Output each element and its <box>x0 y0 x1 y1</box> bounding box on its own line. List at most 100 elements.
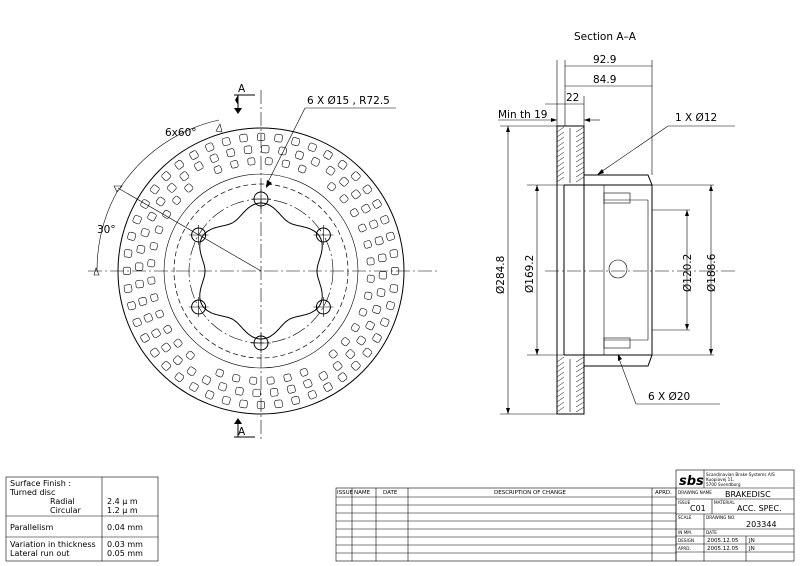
dim-disc-thickness: 22 <box>566 92 579 104</box>
hub-opening <box>199 202 323 340</box>
drilled-hole <box>351 360 361 371</box>
parallelism-value: 0.04 mm <box>107 523 143 532</box>
drilled-hole <box>247 157 256 166</box>
parallelism-label: Parallelism <box>10 523 54 532</box>
drilled-hole <box>386 231 395 241</box>
drilled-hole <box>127 231 137 241</box>
drilled-hole <box>365 320 375 331</box>
approved-name: JN <box>748 546 755 552</box>
drilled-hole <box>328 349 338 359</box>
drilled-hole <box>378 253 387 263</box>
drilled-hole <box>345 349 356 359</box>
drilled-hole <box>230 160 239 169</box>
drilled-hole <box>221 395 231 405</box>
friction-ring-hatch-top <box>556 126 585 183</box>
rev-col-description: DESCRIPTION OF CHANGE <box>494 490 566 496</box>
drilled-hole <box>249 376 258 385</box>
drilled-hole <box>264 157 273 166</box>
date-label: DATE <box>706 530 717 535</box>
drilled-hole <box>173 338 183 348</box>
drilled-hole <box>390 266 400 276</box>
drilled-hole <box>218 382 228 392</box>
drilled-hole <box>378 271 388 280</box>
drilled-hole <box>235 386 244 396</box>
drilled-hole <box>147 276 156 285</box>
drilled-hole <box>150 293 159 302</box>
drilled-hole <box>362 347 373 358</box>
drilled-hole <box>143 313 153 323</box>
company-address: Kuopiovej 11, <box>706 477 734 482</box>
dim-overall-depth: 92.9 <box>593 54 616 66</box>
drilled-hole <box>278 146 287 156</box>
drilled-hole <box>135 262 144 271</box>
circular-label: Circular <box>50 506 82 515</box>
bolt-hole-note: 6 X Ø15 , R72.5 <box>307 95 390 107</box>
drilled-hole <box>184 183 194 193</box>
drilled-hole <box>150 184 160 195</box>
radial-label: Radial <box>50 497 75 506</box>
drilled-hole <box>140 333 150 343</box>
drilled-hole <box>140 228 150 238</box>
drilled-hole <box>154 225 164 235</box>
drilled-hole <box>351 171 361 182</box>
drilled-hole <box>351 189 361 200</box>
drilled-hole <box>155 196 166 207</box>
drilled-hole <box>307 390 317 400</box>
drilled-hole <box>252 388 261 398</box>
drilled-hole <box>327 182 337 192</box>
circular-value: 1.2 μ m <box>107 506 138 515</box>
drilled-hole <box>173 355 183 366</box>
dim-outer-diameter: Ø284.8 <box>495 256 507 294</box>
surface-finish-label: Surface Finish : <box>10 479 71 488</box>
section-cut-label-bottom: A <box>238 426 246 438</box>
issue-value: C01 <box>690 504 706 513</box>
approved-date: 2005.12.05 <box>707 546 739 552</box>
drilled-hole <box>337 159 348 170</box>
dim-hat-depth: 84.9 <box>593 74 616 86</box>
drilled-hole <box>339 194 349 204</box>
drilled-hole <box>221 137 231 147</box>
drilled-hole <box>239 399 248 409</box>
drawing-no-label: DRAWING NO. <box>706 515 735 520</box>
scale-label: SCALE <box>678 515 692 520</box>
drilled-hole <box>147 259 156 268</box>
drilled-hole <box>213 165 223 174</box>
drilled-hole <box>325 165 336 176</box>
company-name: Scandinavian Brake Systems A/S <box>706 472 775 477</box>
drilled-hole <box>161 342 171 353</box>
rev-col-name: NAME <box>354 490 371 496</box>
drilled-hole <box>372 304 382 314</box>
angle-offset-label: 30° <box>97 224 116 236</box>
design-name: JN <box>748 538 755 544</box>
bolt-holes <box>188 189 334 353</box>
drilled-hole <box>380 317 390 327</box>
drilled-hole <box>261 145 270 154</box>
drilled-hole <box>189 382 199 392</box>
drilled-hole <box>149 242 158 251</box>
drilled-hole <box>174 159 185 170</box>
lateral-runout-label: Lateral run out <box>10 549 69 558</box>
drilled-hole <box>269 388 279 397</box>
drilled-hole <box>186 366 197 377</box>
drilled-hole <box>174 372 185 383</box>
drilled-hole <box>340 337 350 347</box>
drilled-hole <box>323 150 333 160</box>
drilled-hole <box>389 249 399 258</box>
surface-spec-table: Surface Finish : Turned disc Radial 2.4 … <box>5 476 159 562</box>
drilled-hole <box>194 161 204 171</box>
drilled-hole <box>151 328 161 338</box>
rev-col-issue: ISSUE <box>337 490 354 496</box>
drilled-hole <box>286 384 296 394</box>
drilled-hole <box>161 361 171 371</box>
drilled-hole-pattern <box>122 132 400 410</box>
drilled-hole <box>358 223 367 233</box>
thickness-variation-value: 0.03 mm <box>107 540 143 549</box>
section-title: Section A–A <box>574 31 637 43</box>
thickness-variation-label: Variation in thickness <box>10 540 96 549</box>
drilled-hole <box>386 301 395 311</box>
angle-main-label: 6x60° <box>165 127 197 139</box>
drilled-hole <box>310 157 321 167</box>
drilled-hole <box>323 382 333 392</box>
drilled-hole <box>226 148 236 158</box>
drilled-hole <box>256 400 266 410</box>
